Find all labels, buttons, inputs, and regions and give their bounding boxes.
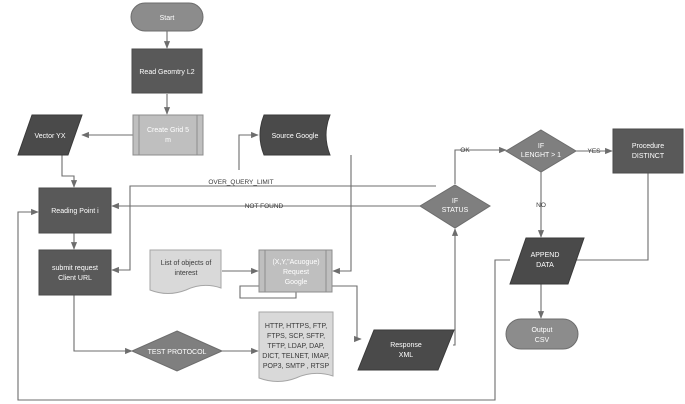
node-if-status: IF STATUS [419,184,491,229]
node-if-length-label-1: IF [538,143,544,150]
node-protocols-line-5: POP3, SMTP , RTSP [263,363,330,370]
node-start: Start [130,2,204,32]
node-protocols-line-1: HTTP, HTTPS, FTP, [265,323,327,330]
node-response-xml-label-2: XML [399,352,414,359]
edge-source-google-to-request [332,155,352,275]
node-response-xml-label-1: Response [390,342,422,349]
node-output-csv: Output CSV [505,318,579,350]
node-procedure-distinct: Procedure DISTINCT [612,128,684,174]
node-create-grid-label-1: Create Grid 5 [147,127,189,134]
node-create-grid-label-2: m [165,137,171,144]
node-list-objects-label-2: interest [175,270,198,277]
node-xy-request-label-2: Request [283,269,309,276]
edge-request-to-response [239,285,362,343]
label-yes: YES [587,148,601,155]
node-list-objects: List of objects of interest [149,249,222,294]
node-procedure-label-1: Procedure [632,143,664,150]
node-submit-request-label-1: submit request [52,265,98,272]
node-vector-yx-label: Vector YX [34,133,65,140]
edge-procedure-to-append [567,173,649,264]
node-read-geometry-label: Read Geomtry L2 [139,69,194,76]
node-append-data: APPEND DATA [509,237,585,285]
edge-loop-back-to-reading-point [17,208,510,401]
node-xy-request-label-1: (X,Y,"Acuogue) [272,259,319,266]
node-append-data-label-2: DATA [536,262,554,269]
node-submit-request-label-2: Client URL [58,275,92,282]
node-start-label: Start [160,15,175,22]
node-read-geometry: Read Geomtry L2 [131,48,203,94]
edge-response-to-if-status [451,228,459,346]
node-protocols-line-3: TFTP, LDAP, DAP, [267,343,324,350]
node-test-protocol-label: TEST PROTOCOL [148,349,207,356]
node-test-protocol: TEST PROTOCOL [130,330,224,372]
node-protocols-line-4: DICT, TELNET, IMAP, [262,353,329,360]
node-reading-point-label: Reading Point i [51,208,99,215]
edge-submit-to-test-protocol [73,295,133,355]
node-list-objects-label-1: List of objects of [161,260,212,267]
node-vector-yx: Vector YX [17,114,83,156]
label-no: NO [536,202,546,209]
node-create-grid: Create Grid 5 m [132,114,204,156]
edge-if-status-over-query [111,185,436,274]
label-over-query-limit: OVER_QUERY_LIMIT [208,179,273,186]
node-response-xml: Response XML [357,329,455,371]
node-xy-request-label-3: Google [285,279,308,286]
edge-if-status-ok [454,146,507,184]
node-xy-request: (X,Y,"Acuogue) Request Google [258,249,333,293]
node-source-google: Source Google [259,114,331,156]
node-if-status-label-1: IF [452,198,458,205]
node-procedure-label-2: DISTINCT [632,153,665,160]
label-ok: OK [460,147,470,154]
node-if-length: IF LENGHT > 1 [505,129,577,173]
edge-loop-to-source-google [238,131,259,170]
node-if-status-label-2: STATUS [442,207,469,214]
node-output-label-2: CSV [535,337,550,344]
node-append-data-label-1: APPEND [531,252,560,259]
node-output-label-1: Output [531,327,552,334]
node-reading-point: Reading Point i [38,187,112,234]
edge-vector-yx-to-reading-point [61,155,78,188]
node-if-length-label-2: LENGHT > 1 [521,152,561,159]
node-protocols: HTTP, HTTPS, FTP, FTPS, SCP, SFTP, TFTP,… [258,311,334,382]
node-submit-request: submit request Client URL [38,249,112,296]
node-source-google-label: Source Google [272,133,319,140]
label-not-found: NOT FOUND [245,203,284,210]
node-protocols-line-2: FTPS, SCP, SFTP, [267,333,325,340]
